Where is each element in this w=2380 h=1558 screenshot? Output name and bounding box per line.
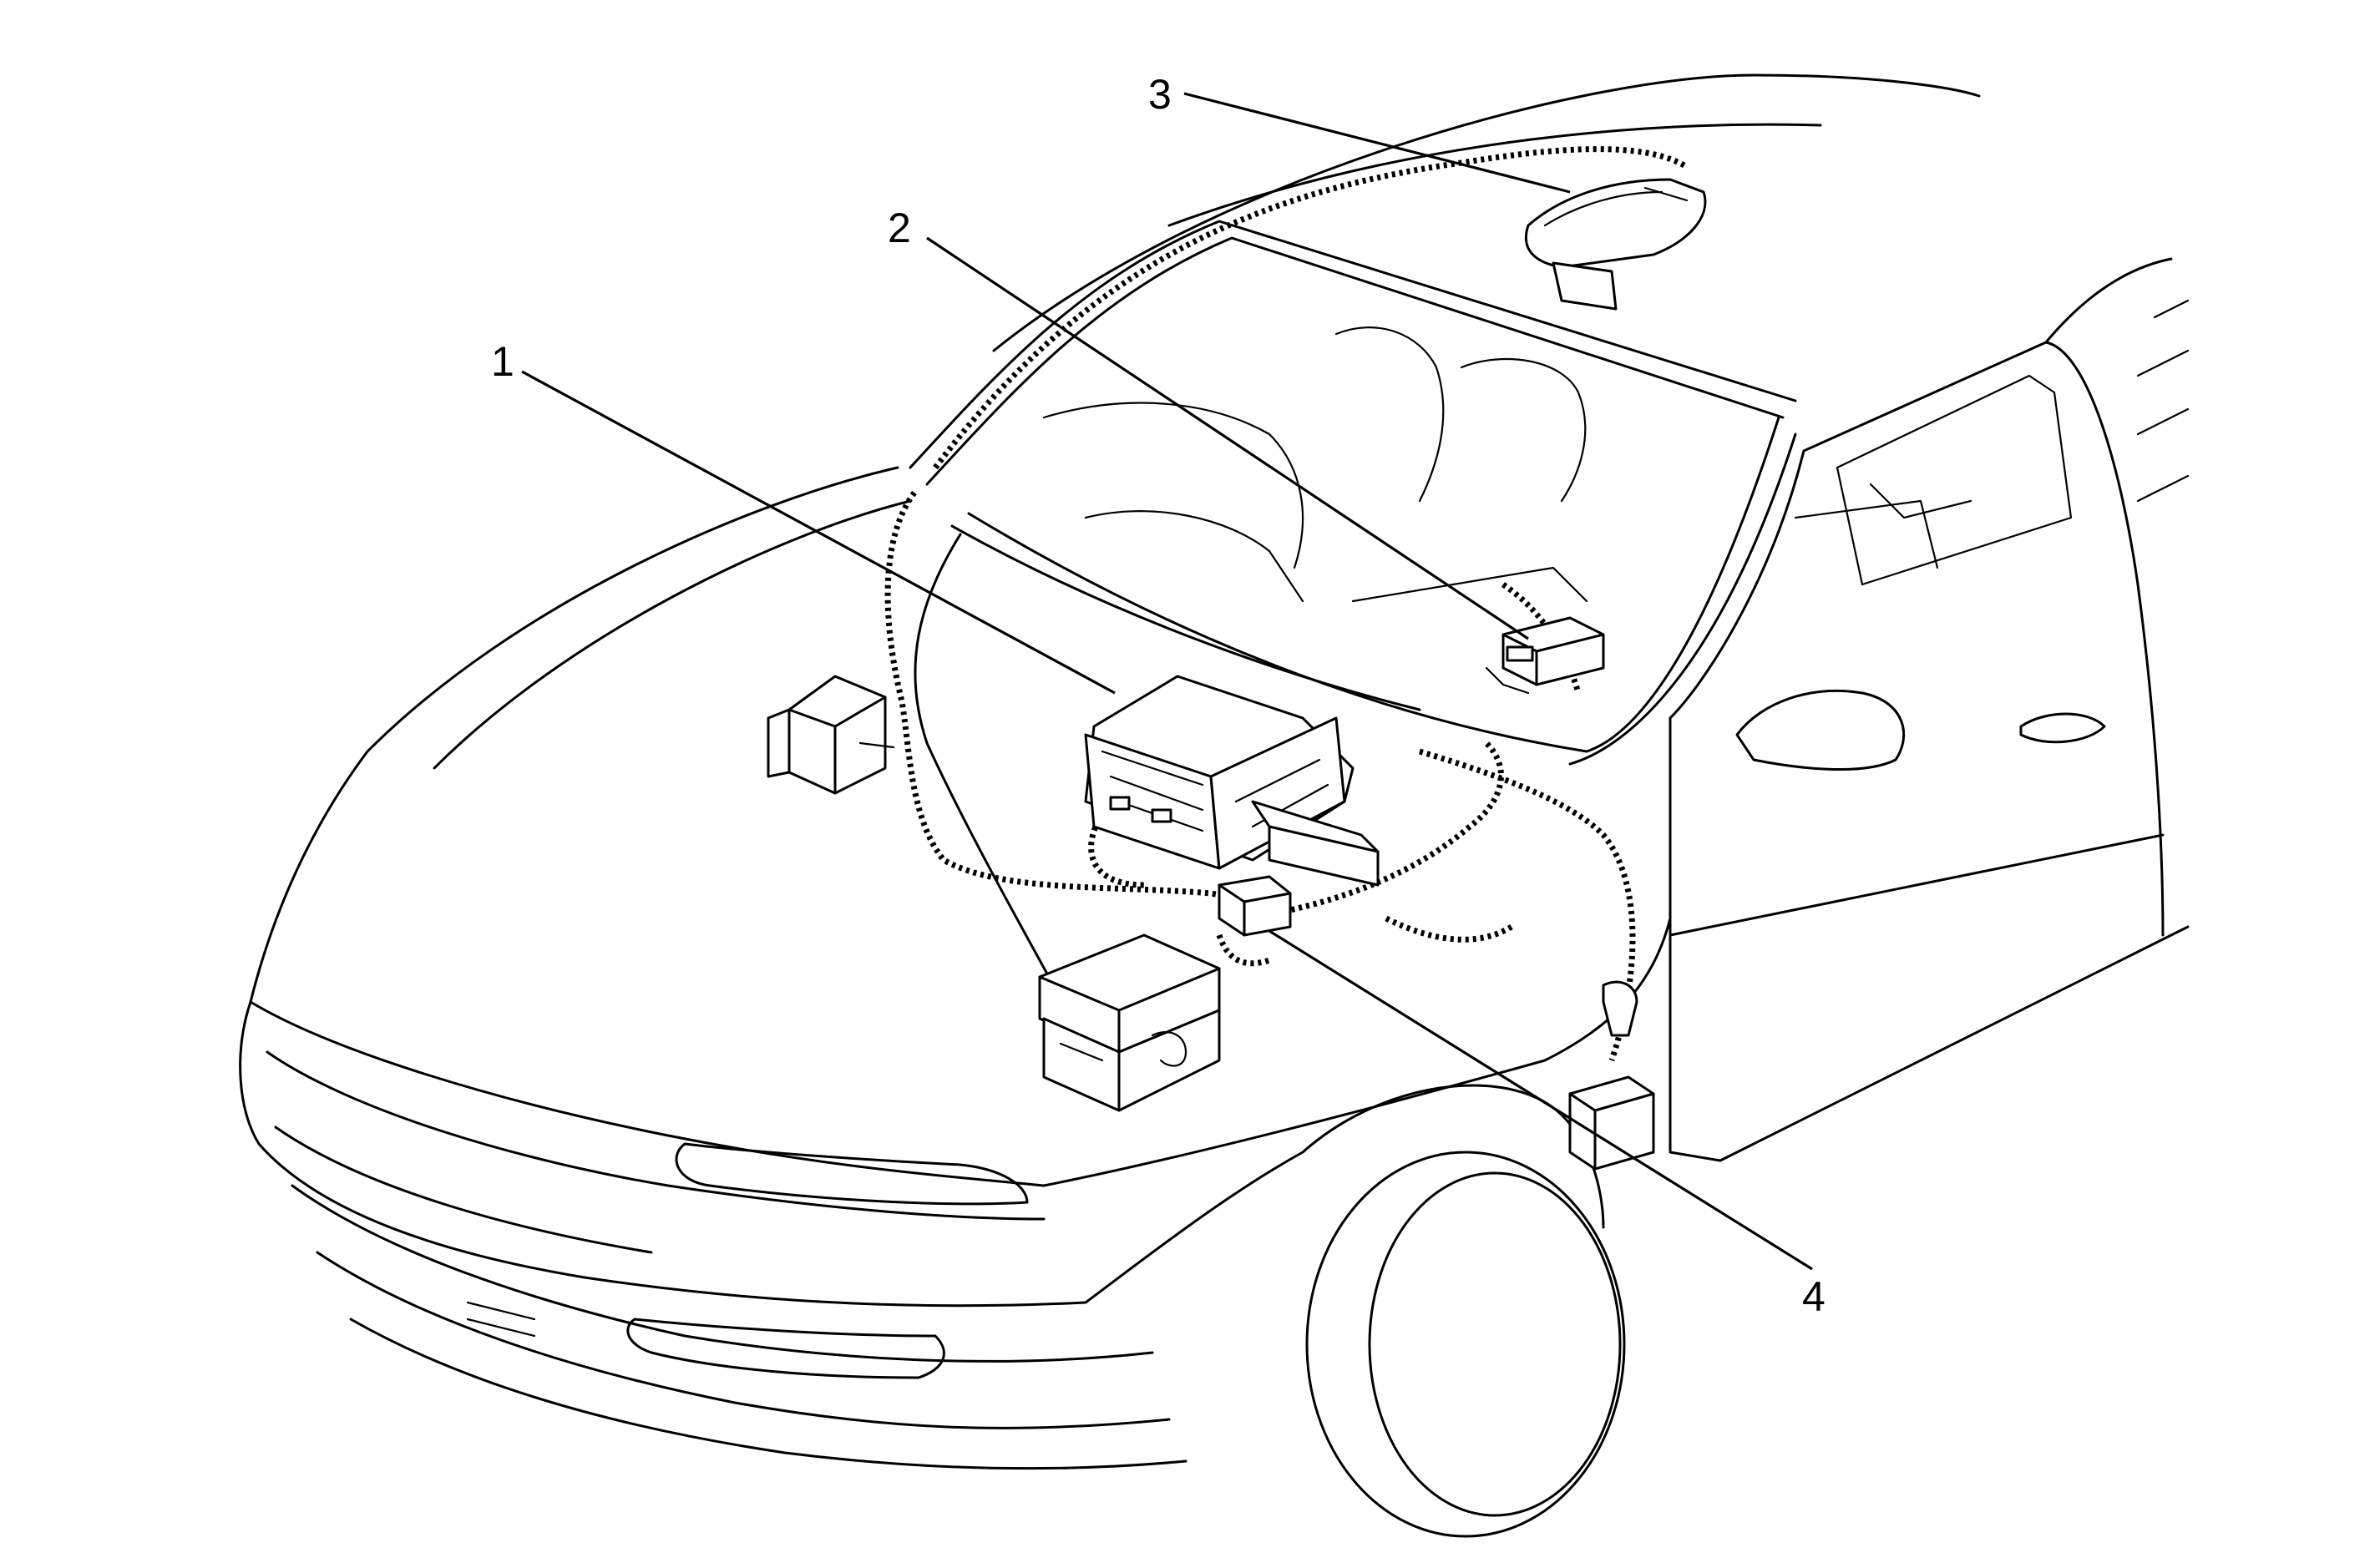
leader-line-4 bbox=[1268, 929, 1813, 1271]
antenna-module bbox=[1218, 875, 1292, 937]
leader-line-2 bbox=[926, 236, 1529, 640]
control-module-dash bbox=[1485, 616, 1605, 695]
callout-2: 2 bbox=[888, 205, 911, 251]
overhead-console bbox=[1524, 178, 1707, 311]
leader-lines bbox=[521, 92, 1813, 1271]
callout-3: 3 bbox=[1148, 71, 1172, 118]
fuse-block bbox=[1038, 933, 1221, 1112]
leader-line-1 bbox=[521, 370, 1116, 695]
callout-1: 1 bbox=[491, 338, 514, 385]
callout-4: 4 bbox=[1802, 1273, 1826, 1320]
rear-fender-module bbox=[1568, 980, 1655, 1171]
radio-module bbox=[1084, 675, 1380, 887]
callout-numbers: 1 2 3 4 bbox=[491, 71, 1826, 1320]
engine-compartment-module bbox=[767, 675, 895, 795]
leader-line-3 bbox=[1183, 92, 1571, 194]
